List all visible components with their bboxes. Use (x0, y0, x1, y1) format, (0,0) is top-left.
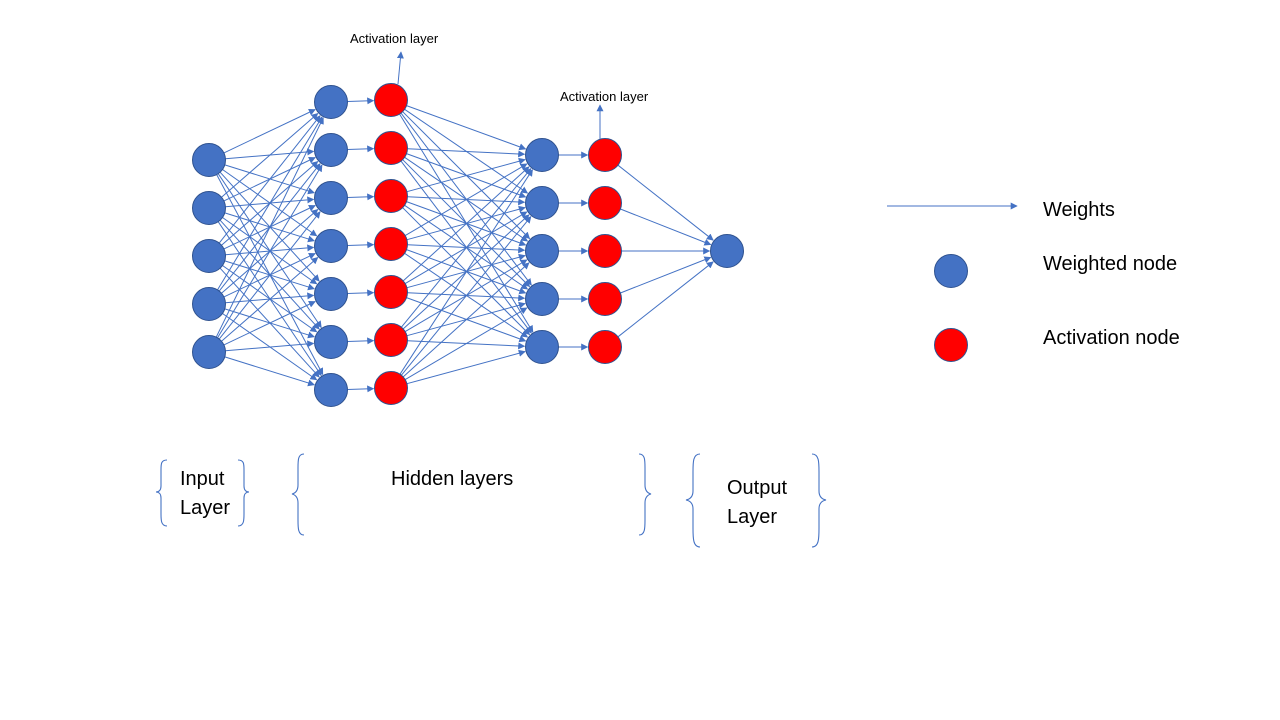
weight-edge-input-to-hidden1 (225, 340, 315, 352)
weight-edge-hidden1-to-hidden2 (401, 168, 532, 328)
input-layer-right-brace (237, 459, 250, 527)
hidden1-weighted-node (314, 181, 348, 215)
weight-edge-input-to-hidden1 (221, 113, 319, 198)
hidden-layers-right-brace (638, 453, 652, 536)
weight-edge-hidden1-to-hidden2 (404, 163, 528, 237)
hidden1-activation-node (374, 323, 408, 357)
activation-layer-1-label: Activation layer (350, 31, 439, 46)
input-node (192, 335, 226, 369)
hidden1-weighted-node (314, 85, 348, 119)
hidden1-activation-node (374, 131, 408, 165)
weight-edge-hidden1-to-hidden2 (406, 157, 526, 193)
hidden2-activation-node (588, 186, 622, 220)
output-node (710, 234, 744, 268)
weight-edge-hidden1-activation (347, 241, 375, 249)
input-layer-label-line1: Input (180, 468, 225, 490)
activation-layer-1-pointer (396, 51, 404, 85)
weight-edge-hidden1-to-hidden2 (402, 262, 530, 378)
weight-edge-hidden1-activation (347, 145, 375, 153)
hidden1-weighted-node (314, 373, 348, 407)
weight-edge-input-to-hidden1 (223, 301, 316, 346)
network-nodes (192, 83, 744, 407)
weight-edge-hidden2-to-output (620, 256, 712, 294)
legend-activation-node-label: Activation node (1043, 327, 1180, 349)
weight-edge-hidden1-activation (347, 97, 375, 105)
weight-edge-hidden1-to-hidden2 (401, 216, 532, 376)
weight-edge-hidden1-activation (347, 289, 375, 297)
weight-edge-input-to-hidden1 (218, 115, 321, 244)
hidden1-activation-node (374, 371, 408, 405)
weight-edge-hidden1-to-hidden2 (402, 166, 530, 282)
weight-edge-input-to-hidden1 (217, 164, 323, 339)
hidden1-weighted-node (314, 133, 348, 167)
hidden-layers-left-brace (291, 453, 305, 536)
weight-edge-hidden1-activation (347, 385, 375, 393)
hidden1-activation-node (374, 227, 408, 261)
input-node (192, 191, 226, 225)
weight-edge-hidden1-to-hidden2 (406, 349, 526, 385)
output-layer-label-line1: Output (727, 477, 787, 499)
weight-edge-hidden1-activation (347, 193, 375, 201)
weight-edge-hidden2-to-output (617, 164, 714, 241)
output-layer-right-brace (811, 453, 827, 548)
input-layer-label-line2: Layer (180, 497, 230, 519)
hidden1-activation-node (374, 275, 408, 309)
weight-edge-input-to-hidden1 (215, 117, 324, 338)
hidden2-weighted-node (525, 234, 559, 268)
input-node (192, 287, 226, 321)
hidden2-activation-node (588, 282, 622, 316)
output-layer-label-line2: Layer (727, 506, 777, 528)
hidden2-activation-node (588, 138, 622, 172)
weight-edge-input-to-hidden1 (224, 356, 315, 387)
weight-edge-hidden1-to-hidden2 (406, 105, 527, 151)
activation-layer-2-label: Activation layer (560, 89, 649, 104)
weight-edge-hidden1-to-hidden2 (407, 148, 526, 158)
hidden2-activation-node (588, 330, 622, 364)
hidden1-weighted-node (314, 325, 348, 359)
weight-edge-input-to-hidden1 (218, 211, 321, 340)
weight-edge-hidden2-to-output (617, 261, 714, 338)
hidden2-weighted-node (525, 186, 559, 220)
weight-edge-hidden1-to-hidden2 (399, 169, 533, 375)
hidden2-weighted-node (525, 138, 559, 172)
input-node (192, 143, 226, 177)
weight-edge-input-to-hidden1 (217, 116, 323, 291)
hidden2-weighted-node (525, 282, 559, 316)
legend-weights-label: Weights (1043, 199, 1115, 221)
weight-edge-input-to-hidden1 (221, 257, 319, 342)
input-node (192, 239, 226, 273)
weight-edge-hidden1-activation (347, 337, 375, 345)
hidden1-weighted-node (314, 229, 348, 263)
hidden-layers-label: Hidden layers (391, 468, 513, 490)
hidden1-activation-node (374, 83, 408, 117)
legend-weighted-node-icon (934, 254, 968, 288)
weight-edges (215, 97, 714, 393)
weight-edge-hidden2-to-output (620, 208, 712, 246)
input-layer-left-brace (155, 459, 168, 527)
hidden1-activation-node (374, 179, 408, 213)
weight-edge-hidden1-to-hidden2 (404, 307, 528, 381)
weight-edge-input-to-hidden1 (223, 109, 316, 154)
legend-activation-node-icon (934, 328, 968, 362)
hidden1-weighted-node (314, 277, 348, 311)
legend-weighted-node-label: Weighted node (1043, 253, 1177, 275)
hidden2-activation-node (588, 234, 622, 268)
output-layer-left-brace (685, 453, 701, 548)
hidden2-weighted-node (525, 330, 559, 364)
